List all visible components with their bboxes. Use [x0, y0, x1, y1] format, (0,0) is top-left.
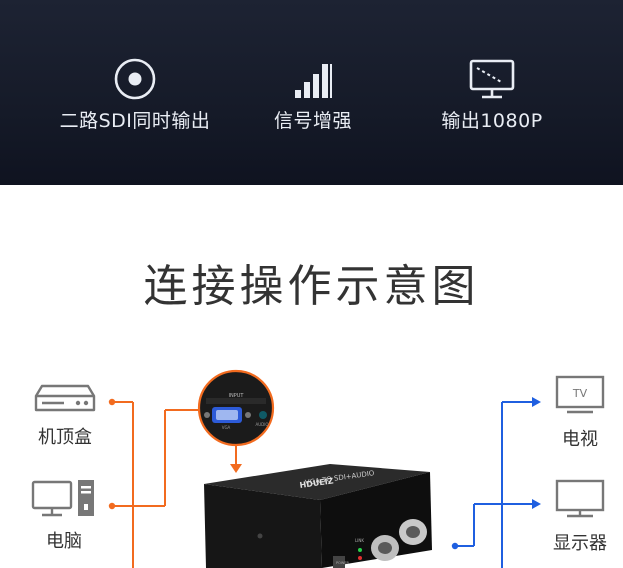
monitor-display-icon	[555, 479, 605, 518]
set-top-box-icon	[34, 384, 96, 412]
feature-label: 信号增强	[273, 110, 352, 132]
output-label: 显示器	[553, 533, 607, 554]
wire-dot	[108, 502, 116, 510]
bnc-connector-icon	[399, 519, 427, 545]
connection-diagram: INPUT VGA AUDIO VGA TO SDI+AUDIO HDUEIZ …	[0, 360, 623, 568]
target-circle-icon	[114, 58, 156, 100]
feature-label: 输出1080P	[441, 110, 543, 132]
bnc-connector-icon	[371, 535, 399, 561]
port-power-label: POWER	[336, 561, 350, 565]
output-tv: TV 电视	[545, 374, 615, 451]
output-monitor: 显示器	[545, 478, 615, 555]
tv-icon: TV	[555, 375, 605, 414]
feature-output-1080p: 输出1080P	[392, 58, 592, 133]
converter-device: VGA TO SDI+AUDIO HDUEIZ LINK POWER	[204, 464, 432, 568]
wire-dot	[108, 398, 116, 406]
feature-label: 二路SDI同时输出	[59, 110, 211, 132]
source-label: 电脑	[46, 531, 82, 552]
output-wires	[455, 401, 532, 568]
diagram-drawing: INPUT VGA AUDIO VGA TO SDI+AUDIO HDUEIZ …	[108, 369, 541, 568]
device-led-label: LINK	[355, 538, 364, 543]
source-desktop-pc: 电脑	[28, 478, 100, 553]
input-wires	[113, 401, 237, 568]
arrow-right-icon	[532, 397, 541, 407]
arrow-right-icon	[532, 499, 541, 509]
monitor-icon	[469, 59, 515, 99]
port-audio-label: AUDIO	[255, 422, 268, 427]
port-vga-label: VGA	[222, 425, 231, 430]
vga-port-zoom: INPUT VGA AUDIO	[197, 369, 275, 447]
source-set-top-box: 机顶盒	[32, 382, 98, 449]
feature-dual-sdi: 二路SDI同时输出	[35, 58, 235, 133]
feature-banner: 二路SDI同时输出 信号增强 输出1080P	[0, 0, 623, 185]
signal-bars-icon	[295, 64, 332, 98]
page-title: 连接操作示意图	[143, 261, 480, 312]
output-label: 电视	[562, 429, 598, 450]
desktop-pc-icon	[31, 480, 94, 517]
port-input-label: INPUT	[229, 393, 245, 399]
tv-badge-label: TV	[572, 387, 588, 400]
wire-dot	[451, 542, 459, 550]
source-label: 机顶盒	[38, 427, 92, 448]
feature-signal-boost: 信号增强	[213, 58, 413, 133]
arrow-down-icon	[230, 464, 242, 473]
